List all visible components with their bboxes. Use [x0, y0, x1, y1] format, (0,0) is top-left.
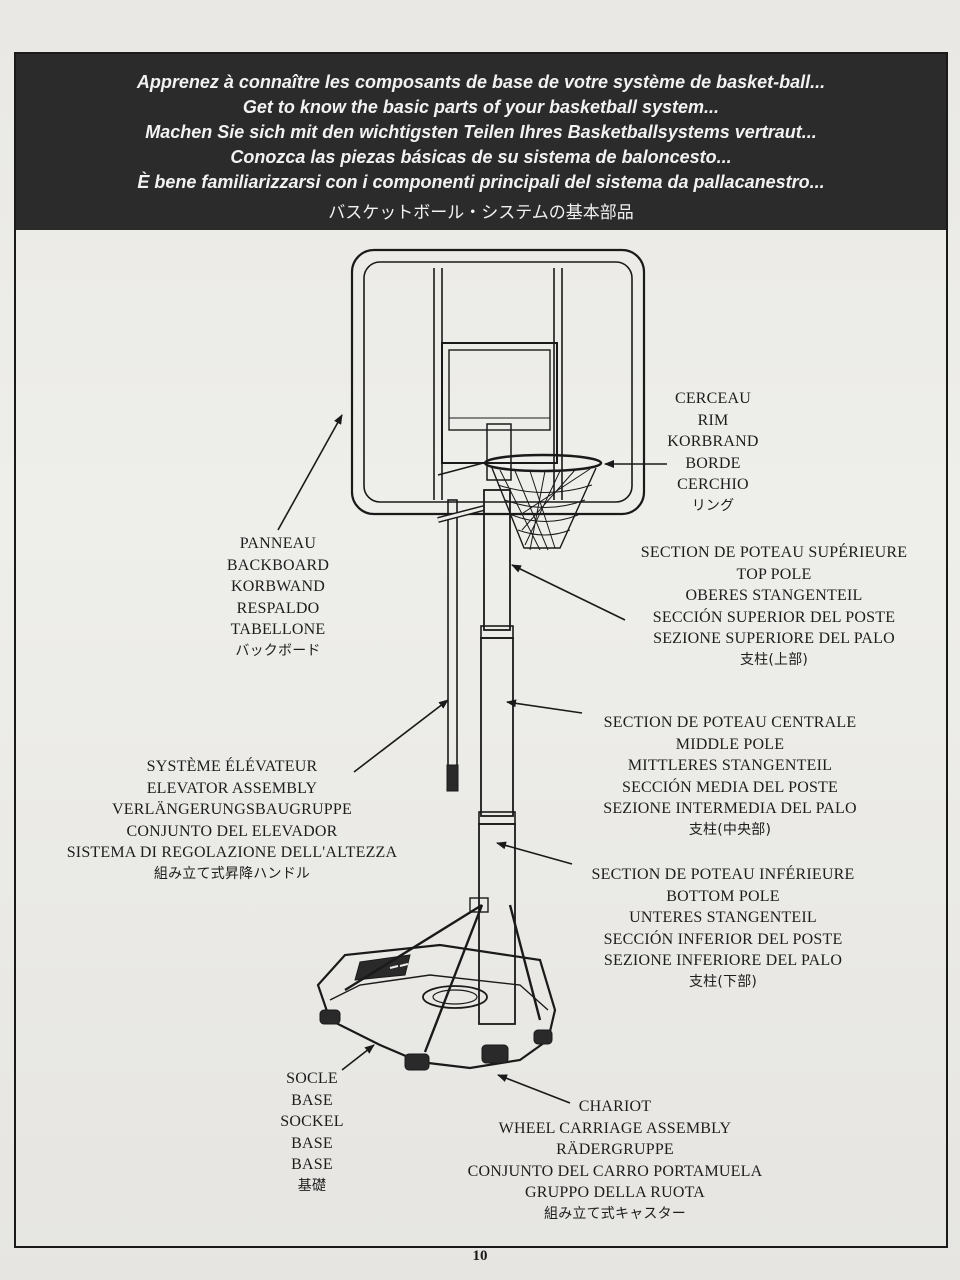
leader-arrows — [277, 414, 667, 1104]
label-bottom-pole-en: BOTTOM POLE — [666, 887, 780, 905]
label-backboard-en: BACKBOARD — [226, 556, 330, 574]
label-middle-pole-en: MIDDLE POLE — [675, 735, 785, 753]
label-wheel-es: CONJUNTO DEL CARRO PORTAMUELA — [467, 1162, 763, 1180]
label-base-ja: 基礎 — [297, 1177, 327, 1194]
arrow-elevator — [353, 699, 449, 773]
label-rim-it: CERCHIO — [677, 476, 749, 493]
backboard-drawing — [350, 248, 646, 516]
label-middle-pole: SECTION DE POTEAU CENTRALE MIDDLE POLE M… — [580, 712, 880, 841]
label-elevator-it: SISTEMA DI REGOLAZIONE DELL'ALTEZZA — [66, 844, 398, 861]
label-rim-fr: CERCEAU — [674, 390, 752, 407]
pole-drawing — [478, 489, 516, 1025]
label-bottom-pole-es: SECCIÓN INFERIOR DEL POSTE — [603, 930, 843, 948]
label-top-pole-es: SECCIÓN SUPERIOR DEL POSTE — [652, 608, 896, 626]
arrow-wheel — [497, 1074, 571, 1104]
label-middle-pole-es: SECCIÓN MEDIA DEL POSTE — [621, 778, 838, 796]
label-rim-de: KORBRAND — [667, 433, 759, 450]
label-elevator-es: CONJUNTO DEL ELEVADOR — [126, 822, 338, 840]
label-wheel-de: RÄDERGRUPPE — [556, 1141, 674, 1158]
page-frame: Apprenez à connaître les composants de b… — [14, 52, 948, 1248]
label-top-pole-en: TOP POLE — [736, 565, 812, 583]
label-elevator-ja: 組み立て式昇降ハンドル — [153, 865, 311, 882]
label-top-pole-it: SEZIONE SUPERIORE DEL PALO — [653, 630, 895, 647]
arrow-top-pole — [511, 564, 626, 621]
page-number: 10 — [472, 1248, 488, 1264]
label-elevator: SYSTÈME ÉLÉVATEUR ELEVATOR ASSEMBLY VERL… — [54, 756, 410, 885]
header-line-de: Machen Sie sich mit den wichtigsten Teil… — [145, 122, 817, 142]
label-bottom-pole: SECTION DE POTEAU INFÉRIEURE BOTTOM POLE… — [570, 864, 876, 993]
arrow-backboard — [277, 414, 343, 531]
label-wheel-it: GRUPPO DELLA RUOTA — [524, 1184, 706, 1201]
label-top-pole-de: OBERES STANGENTEIL — [685, 587, 863, 604]
label-backboard-it: TABELLONE — [230, 621, 326, 638]
label-middle-pole-fr: SECTION DE POTEAU CENTRALE — [603, 714, 857, 731]
label-elevator-en: ELEVATOR ASSEMBLY — [146, 779, 318, 797]
label-backboard-fr: PANNEAU — [239, 535, 317, 552]
label-backboard-es: RESPALDO — [236, 599, 320, 617]
label-rim-en: RIM — [697, 411, 729, 429]
label-base-de: SOCKEL — [280, 1113, 344, 1130]
label-top-pole-ja: 支柱(上部) — [739, 651, 809, 668]
label-rim-es: BORDE — [685, 454, 741, 472]
label-backboard-de: KORBWAND — [230, 578, 326, 595]
label-wheel-fr: CHARIOT — [578, 1098, 652, 1115]
label-backboard-ja: バックボード — [235, 642, 321, 659]
header-line-it: È bene familiarizzarsi con i componenti … — [137, 172, 825, 192]
arrow-middle-pole — [506, 699, 583, 714]
label-rim: CERCEAU RIM KORBRAND BORDE CERCHIO リング — [652, 388, 774, 517]
label-bottom-pole-de: UNTERES STANGENTEIL — [629, 909, 817, 926]
label-top-pole: SECTION DE POTEAU SUPÉRIEURE TOP POLE OB… — [620, 542, 928, 671]
label-base-fr: SOCLE — [286, 1070, 338, 1087]
label-middle-pole-ja: 支柱(中央部) — [688, 821, 772, 838]
header-line-en: Get to know the basic parts of your bask… — [242, 97, 720, 117]
label-elevator-de: VERLÄNGERUNGSBAUGRUPPE — [112, 801, 352, 818]
arrow-base — [341, 1044, 375, 1071]
label-elevator-fr: SYSTÈME ÉLÉVATEUR — [146, 758, 318, 775]
label-base-es: BASE — [291, 1134, 333, 1152]
label-bottom-pole-it: SEZIONE INFERIORE DEL PALO — [603, 952, 843, 969]
rim-drawing — [437, 423, 603, 551]
header-banner: Apprenez à connaître les composants de b… — [16, 54, 946, 230]
label-bottom-pole-ja: 支柱(下部) — [688, 973, 758, 990]
label-wheel-en: WHEEL CARRIAGE ASSEMBLY — [498, 1119, 732, 1137]
header-line-es: Conozca las piezas básicas de su sistema… — [230, 147, 732, 167]
arrow-bottom-pole — [496, 841, 573, 865]
label-middle-pole-de: MITTLERES STANGENTEIL — [627, 757, 833, 774]
base-drawing — [316, 897, 557, 1071]
label-top-pole-fr: SECTION DE POTEAU SUPÉRIEURE — [640, 544, 908, 561]
elevator-rod-drawing — [437, 499, 485, 792]
label-base-it: BASE — [291, 1156, 333, 1173]
label-backboard: PANNEAU BACKBOARD KORBWAND RESPALDO TABE… — [200, 533, 356, 662]
label-base-en: BASE — [291, 1091, 333, 1109]
label-wheel-ja: 組み立て式キャスター — [544, 1205, 686, 1222]
label-middle-pole-it: SEZIONE INTERMEDIA DEL PALO — [603, 800, 857, 817]
label-base: SOCLE BASE SOCKEL BASE BASE 基礎 — [262, 1068, 362, 1197]
header-line-ja: バスケットボール・システムの基本部品 — [328, 203, 634, 223]
label-wheel: CHARIOT WHEEL CARRIAGE ASSEMBLY RÄDERGRU… — [450, 1096, 780, 1225]
label-bottom-pole-fr: SECTION DE POTEAU INFÉRIEURE — [591, 866, 855, 883]
header-line-fr: Apprenez à connaître les composants de b… — [136, 72, 826, 92]
label-rim-ja: リング — [691, 497, 735, 514]
